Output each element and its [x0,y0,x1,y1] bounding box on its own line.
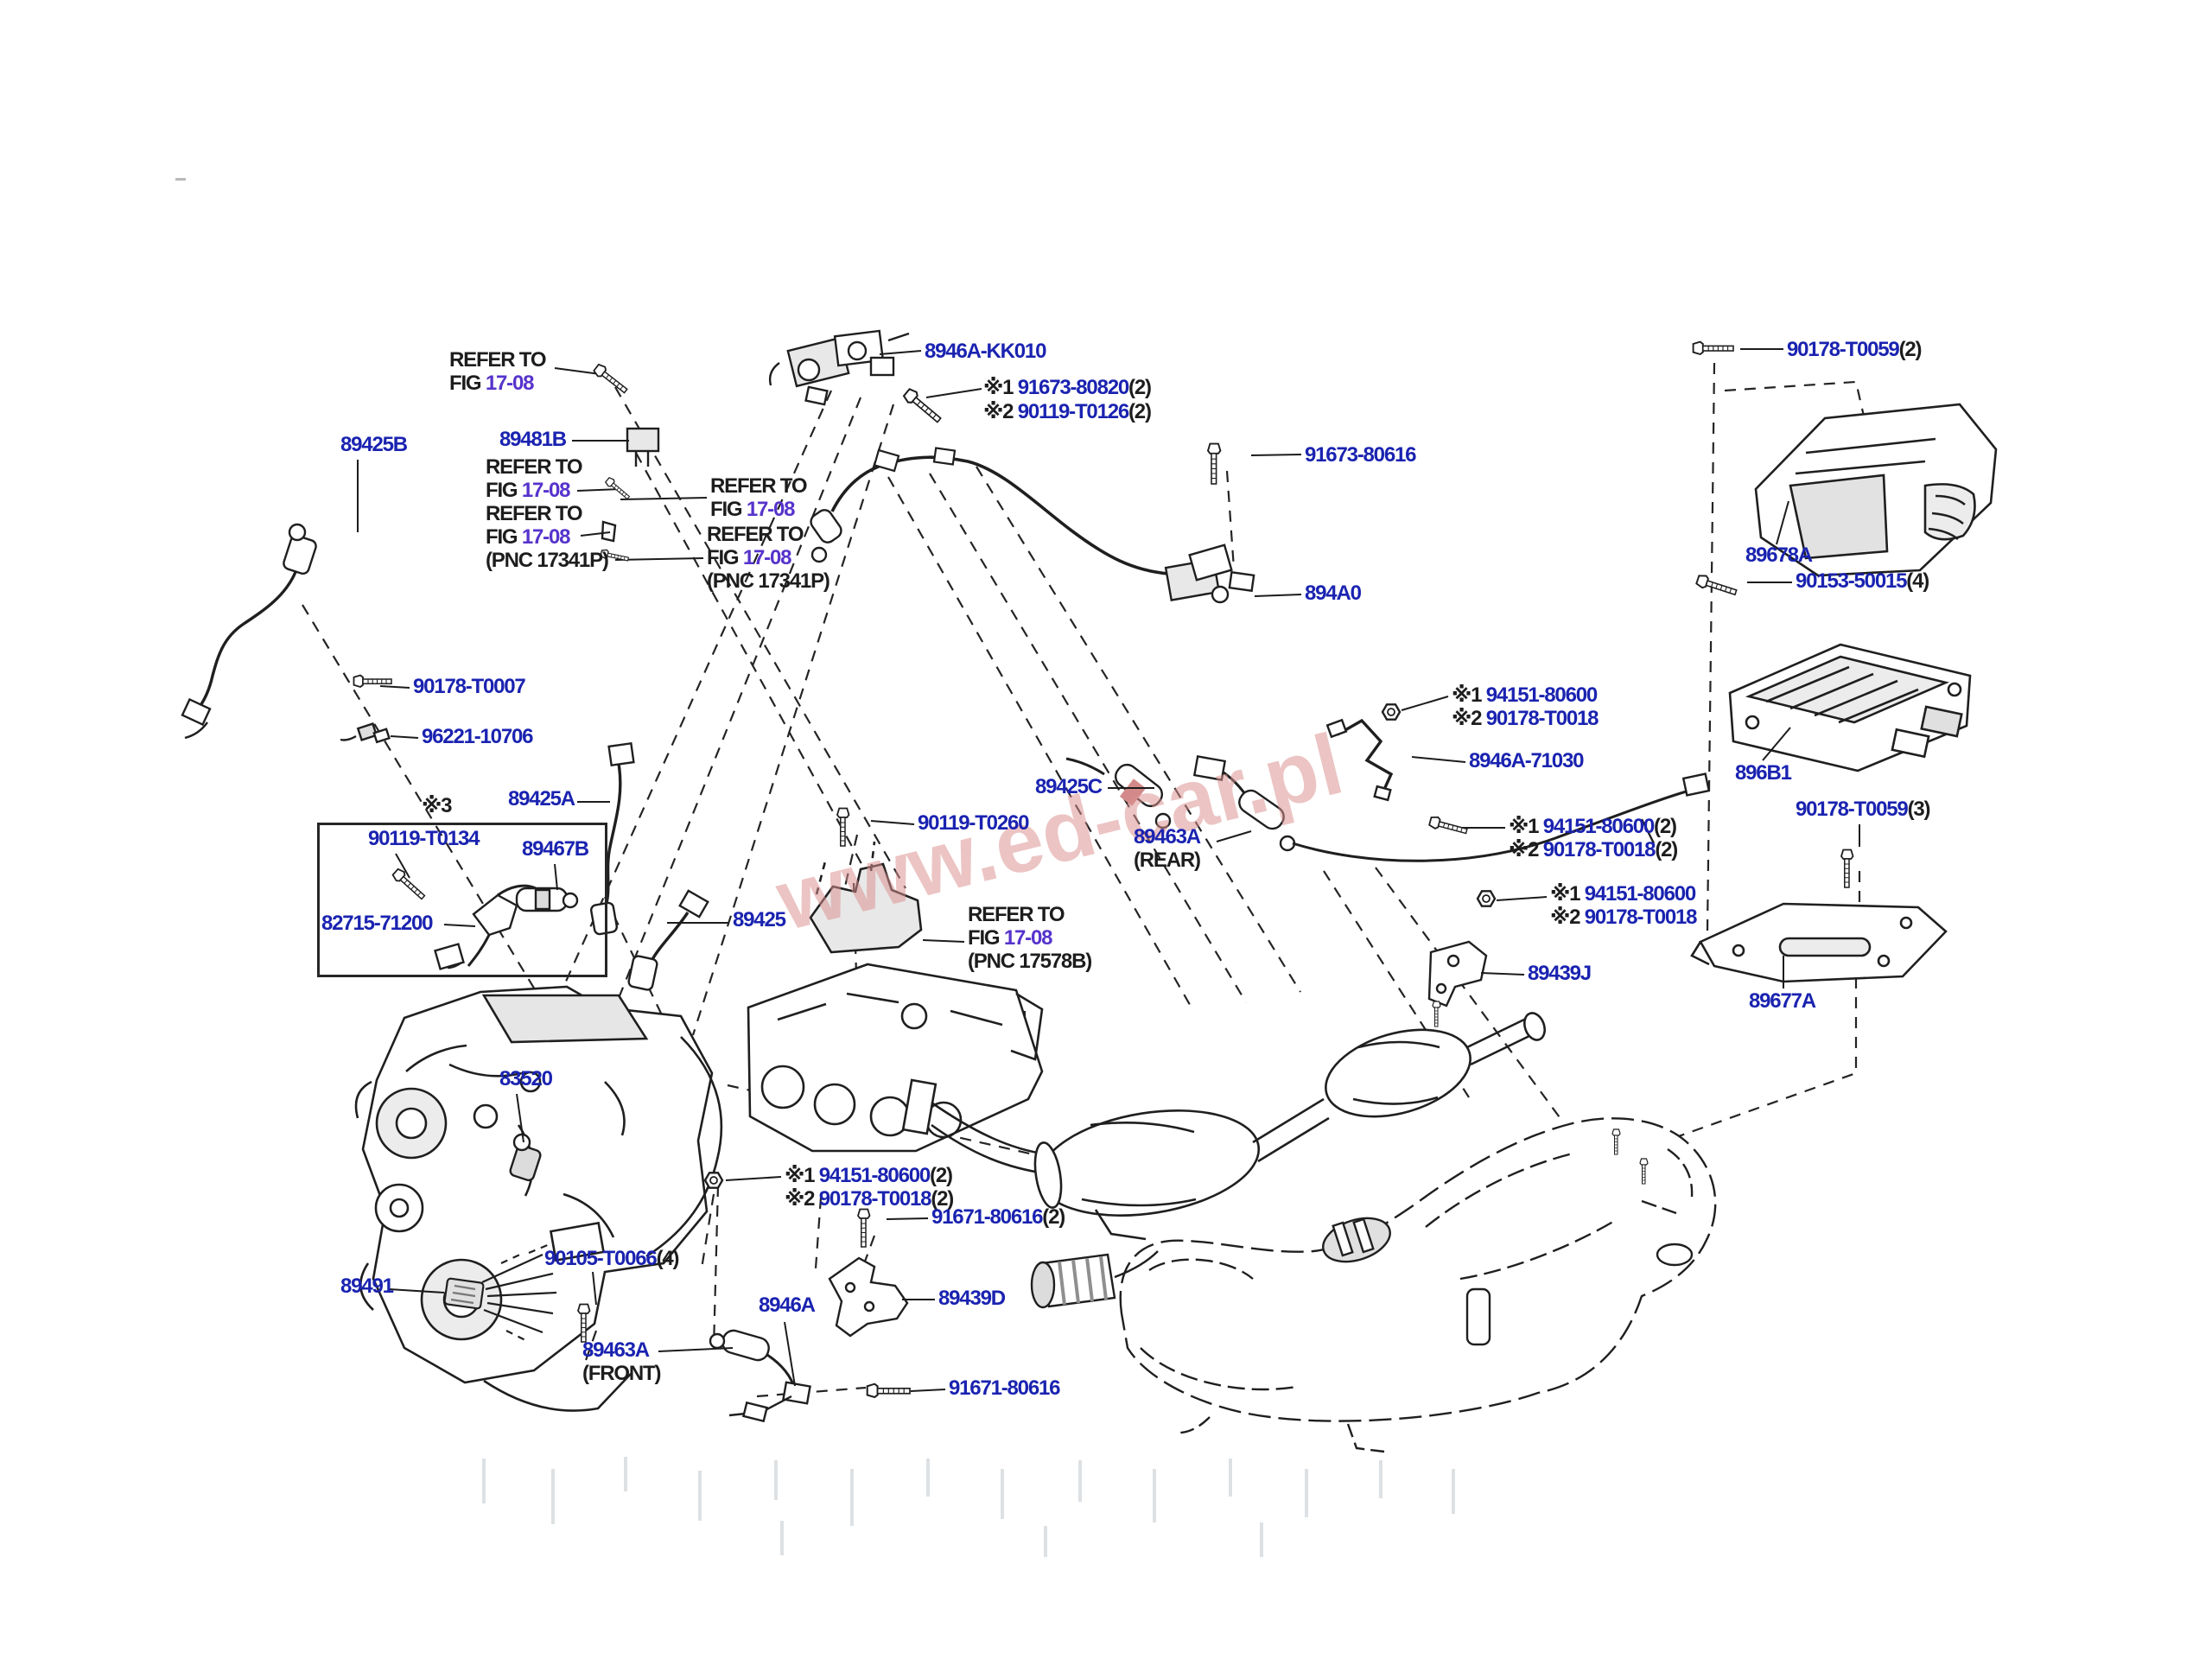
scan-artifact [175,178,186,181]
front-sensor-area-illustration [709,1256,909,1423]
part-label-96221-10706: 96221-10706 [422,725,533,748]
bolt-icon [857,1208,871,1248]
bolt-icon [901,386,944,426]
part-label-8946A-71030: 8946A-71030 [1469,749,1584,772]
part-label-90105-T0066: 90105-T0066(4) [544,1247,680,1270]
bolt-icon [353,674,392,688]
fuel-tank-illustration [1030,1117,1717,1453]
bolt-icon [1840,849,1854,888]
part-label-90119-T0126: ※2 90119-T0126(2) [983,400,1152,423]
ecu-module-illustration [1728,643,1972,772]
nut-icon [1381,703,1402,721]
part-label-89678A: 89678A [1745,543,1813,567]
part-label-91671-80616-b: 91671-80616 [949,1376,1060,1400]
scan-noise [482,1457,1455,1557]
part-label-91671-80616-2: 91671-80616(2) [931,1205,1065,1229]
sensor-96221-illustration [340,722,391,744]
bolt-icon [1207,442,1222,485]
part-label-fastener-rear-3: ※1 94151-80600※2 90178-T0018 [1550,882,1698,929]
part-label-91673-80820: ※1 91673-80820(2) [983,376,1152,399]
part-label-89439J: 89439J [1528,962,1592,985]
cylinder-head-illustration [747,841,1044,1153]
part-label-90119-T0134: 90119-T0134 [368,827,480,850]
part-label-91673-80616: 91673-80616 [1305,443,1416,467]
part-label-83520: 83520 [499,1067,553,1090]
ecu-cover-illustration [1754,403,1998,577]
part-label-8946A-KK010: 8946A-KK010 [925,340,1046,363]
part-label-90153-50015: 90153-50015(4) [1796,569,1929,593]
part-label-89677A: 89677A [1749,989,1816,1013]
part-label-896B1: 896B1 [1735,761,1792,785]
bracket-89439J-illustration [1427,940,1488,1027]
sensor-83520-illustration [509,1133,542,1182]
nut-icon [703,1172,724,1189]
part-label-89491: 89491 [340,1274,394,1298]
part-label-82715-71200: 82715-71200 [321,912,433,935]
bolt-icon [836,807,850,847]
part-label-89425C: 89425C [1035,775,1103,798]
part-label-90178-T0059-2: 90178-T0059(2) [1787,338,1923,361]
bolt-icon [1427,814,1469,838]
part-label-90119-T0260: 90119-T0260 [918,811,1029,835]
nut-icon [1476,890,1497,907]
part-label-89463A-rear: 89463A(REAR) [1134,825,1201,872]
part-label-894A0: 894A0 [1305,582,1362,605]
part-label-89463A-front: 89463A(FRONT) [582,1338,661,1385]
connector-89491-illustration [443,1243,557,1342]
sensor-89425-illustration [627,889,709,991]
sensor-89467B-illustration [434,884,579,970]
part-label-89425B: 89425B [340,433,408,456]
ecu-bracket-89677A-illustration [1690,902,1948,983]
bolt-icon [592,362,631,397]
rear-sensors-illustration [1065,718,1711,862]
part-label-89439D: 89439D [938,1287,1006,1310]
part-label-note-3: ※3 [422,794,452,817]
sensor-89481B-illustration [601,427,660,543]
part-label-89425A: 89425A [508,787,575,810]
part-label-90178-T0059-3: 90178-T0059(3) [1796,798,1931,821]
bolt-icon [1694,573,1739,600]
part-label-8946A: 8946A [759,1294,816,1317]
part-label-fastener-rear-2: ※1 94151-80600(2)※2 90178-T0018(2) [1509,815,1678,861]
sensor-89425A-illustration [589,741,635,936]
leader-lines [357,348,1860,1392]
sensor-assembly-8946A-KK010-illustration [768,329,910,406]
bolt-icon [1692,340,1734,355]
callout-box-note3 [317,823,607,977]
exhaust-illustration [901,1012,1546,1241]
part-label-89481B: 89481B [499,428,567,451]
part-label-fastener-rear-1: ※1 94151-80600※2 90178-T0018 [1452,683,1599,730]
sensor-89425B-illustration [181,523,317,740]
part-label-89467B: 89467B [522,837,589,861]
bolt-icon [866,1382,912,1399]
harness-894A0-illustration [810,447,1255,604]
part-label-90178-T0007: 90178-T0007 [413,675,526,698]
part-label-89425: 89425 [733,908,786,931]
part-label-fastener-front: ※1 94151-80600(2)※2 90178-T0018(2) [785,1164,954,1211]
engine-illustration [354,985,723,1412]
